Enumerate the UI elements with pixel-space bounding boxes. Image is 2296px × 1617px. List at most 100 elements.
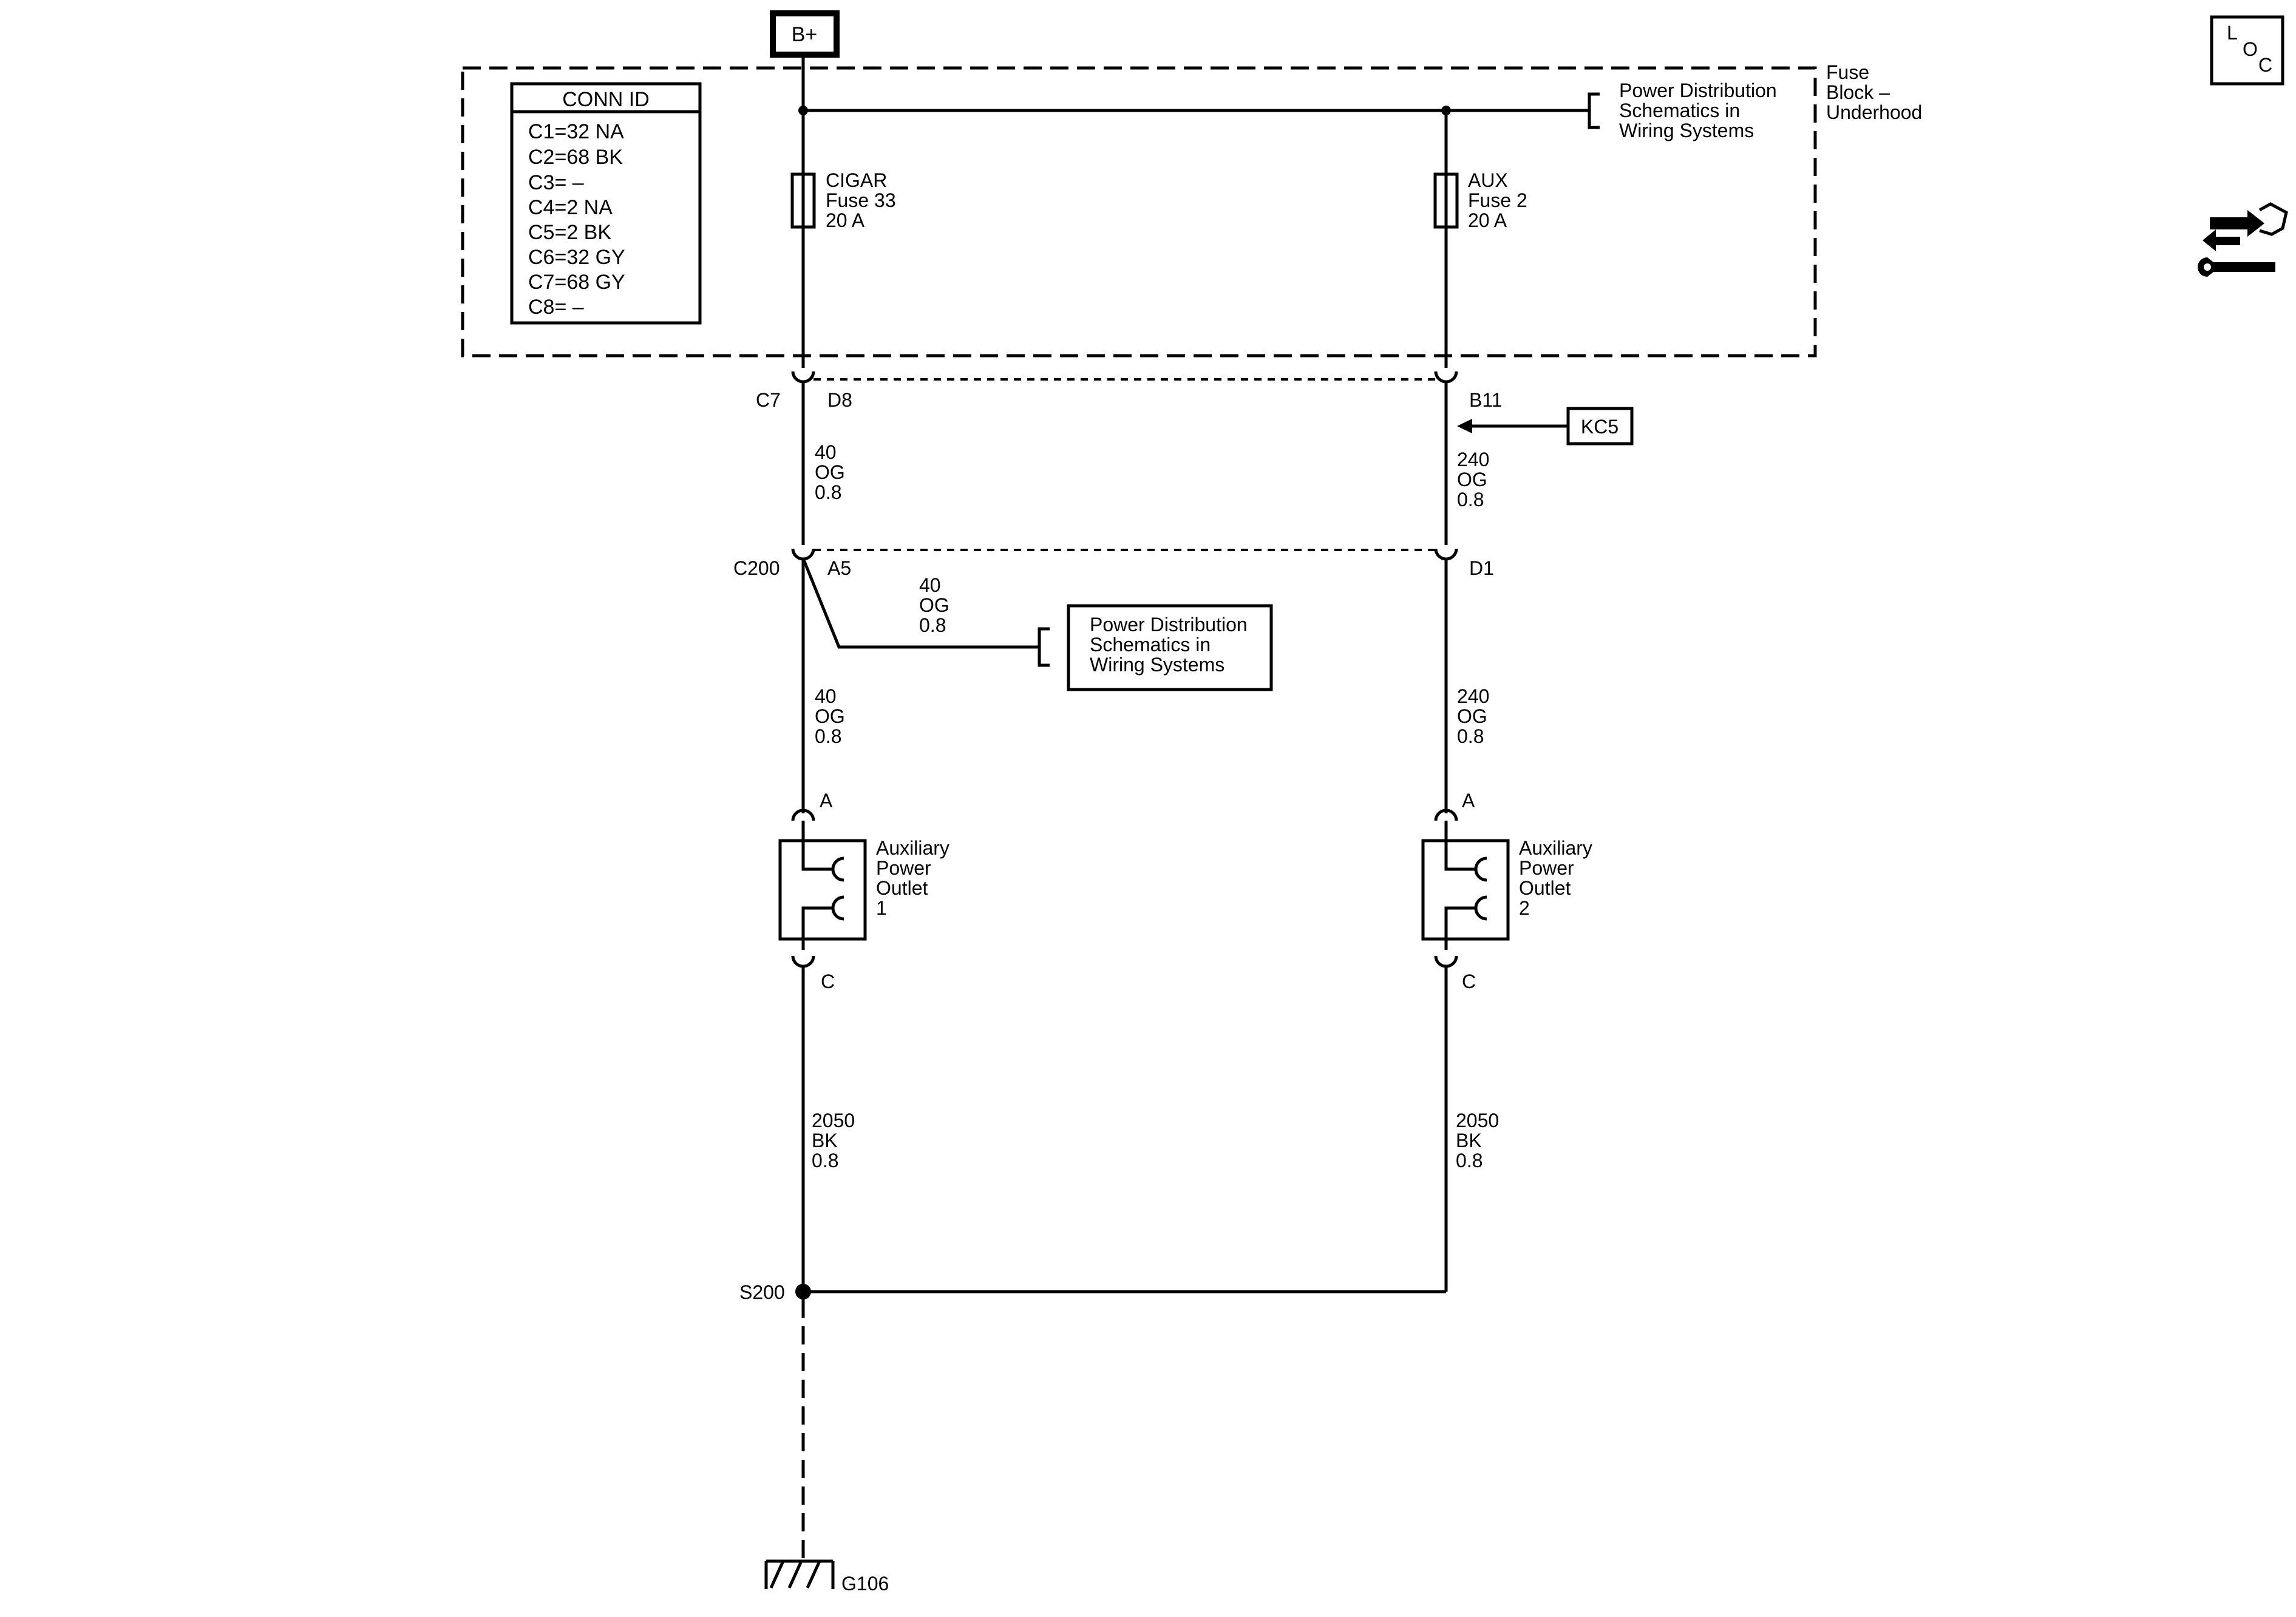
outlet1-connector-c — [791, 955, 815, 968]
svg-text:0.8: 0.8 — [1457, 489, 1484, 510]
auxiliary-power-outlet-2: Auxiliary Power Outlet 2 — [1421, 821, 1592, 950]
svg-text:Power: Power — [876, 857, 931, 879]
svg-text:BK: BK — [1456, 1130, 1482, 1151]
svg-text:Power Distribution: Power Distribution — [1619, 80, 1777, 101]
svg-text:0.8: 0.8 — [812, 1150, 838, 1171]
conn-id-line: C2=68 BK — [528, 146, 623, 169]
conn-id-line: C7=68 GY — [528, 271, 625, 294]
svg-text:0.8: 0.8 — [1456, 1150, 1483, 1171]
svg-text:0.8: 0.8 — [815, 481, 841, 503]
ground-label: G106 — [841, 1573, 889, 1595]
svg-text:Schematics in: Schematics in — [1090, 634, 1211, 656]
svg-text:OG: OG — [815, 705, 845, 727]
svg-text:20 A: 20 A — [826, 209, 865, 231]
kc5-label: KC5 — [1581, 416, 1618, 438]
outlet2-connector-a — [1434, 808, 1458, 821]
fuse-block-label: Fuse Block – Underhood — [1826, 61, 1922, 123]
connector-a5: A5 — [827, 557, 851, 579]
branch-wire — [801, 558, 1039, 649]
svg-text:OG: OG — [919, 594, 949, 616]
outlet1-connector-a — [791, 808, 815, 821]
svg-text:40: 40 — [815, 441, 837, 463]
svg-text:2: 2 — [1519, 897, 1530, 919]
wire-label-left-mid: 40 OG 0.8 — [815, 685, 845, 747]
service-arrows-wrench-icon — [2198, 202, 2288, 277]
svg-text:L: L — [2227, 22, 2238, 44]
svg-text:Fuse: Fuse — [1826, 61, 1869, 83]
wire-label-left-ground: 2050 BK 0.8 — [812, 1110, 855, 1171]
svg-text:O: O — [2243, 38, 2258, 60]
d1-connector-symbol — [1434, 548, 1458, 561]
svg-text:1: 1 — [876, 897, 887, 919]
svg-text:Auxiliary: Auxiliary — [1519, 837, 1592, 859]
svg-text:Power: Power — [1519, 857, 1574, 879]
power-dist-bracket-mid — [1038, 627, 1050, 667]
svg-text:0.8: 0.8 — [1457, 725, 1484, 747]
svg-text:40: 40 — [815, 685, 837, 707]
svg-text:Fuse 2: Fuse 2 — [1468, 189, 1527, 211]
splice-s200-dot — [795, 1284, 811, 1300]
outlet2-connector-c — [1434, 955, 1458, 968]
conn-id-line: C1=32 NA — [528, 120, 624, 143]
svg-text:CIGAR: CIGAR — [826, 169, 887, 191]
wire-label-branch: 40 OG 0.8 — [919, 574, 949, 636]
svg-text:C: C — [2258, 54, 2272, 76]
svg-text:BK: BK — [812, 1130, 838, 1151]
c200-connector-symbol — [791, 548, 815, 561]
arrow-left-icon — [1457, 419, 1472, 433]
connector-a-right: A — [1462, 790, 1475, 812]
svg-text:Underhood: Underhood — [1826, 101, 1922, 123]
c7-connector-symbol — [791, 371, 815, 384]
svg-text:20 A: 20 A — [1468, 209, 1507, 231]
svg-text:240: 240 — [1457, 685, 1489, 707]
power-dist-reference-top: Power Distribution Schematics in Wiring … — [1588, 80, 1777, 141]
wire-label-right-mid: 240 OG 0.8 — [1457, 685, 1489, 747]
kc5-option-indicator: KC5 — [1457, 407, 1634, 446]
conn-id-line: C3= – — [528, 171, 584, 194]
fuse-block-outline — [461, 66, 1817, 358]
svg-text:Auxiliary: Auxiliary — [876, 837, 949, 859]
conn-id-line: C6=32 GY — [528, 246, 625, 269]
svg-text:Fuse 33: Fuse 33 — [826, 189, 896, 211]
svg-text:0.8: 0.8 — [919, 614, 946, 636]
power-dist-reference-mid: Power Distribution Schematics in Wiring … — [1067, 604, 1273, 691]
ground-symbol-icon — [764, 1559, 835, 1589]
svg-text:Block –: Block – — [1826, 81, 1890, 103]
svg-text:OG: OG — [1457, 705, 1487, 727]
svg-text:40: 40 — [919, 574, 941, 596]
connector-d8: D8 — [827, 389, 852, 411]
wire-label-left-upper: 40 OG 0.8 — [815, 441, 845, 503]
cigar-fuse-label: CIGAR Fuse 33 20 A — [826, 169, 896, 231]
connector-b11: B11 — [1469, 389, 1503, 411]
svg-text:Wiring Systems: Wiring Systems — [1619, 120, 1754, 141]
connector-c7: C7 — [756, 389, 781, 411]
svg-text:Schematics in: Schematics in — [1619, 100, 1740, 121]
auxiliary-power-outlet-1: Auxiliary Power Outlet 1 — [778, 821, 949, 950]
wire-label-right-ground: 2050 BK 0.8 — [1456, 1110, 1499, 1171]
svg-text:Power Distribution: Power Distribution — [1090, 614, 1248, 636]
conn-id-table: CONN ID C1=32 NA C2=68 BK C3= – C4=2 NA … — [510, 82, 702, 325]
conn-id-title: CONN ID — [562, 88, 650, 111]
conn-id-line: C4=2 NA — [528, 196, 613, 219]
svg-text:OG: OG — [815, 461, 845, 483]
svg-text:Outlet: Outlet — [1519, 877, 1571, 899]
connector-c200: C200 — [733, 557, 780, 579]
aux-fuse-label: AUX Fuse 2 20 A — [1468, 169, 1527, 231]
connector-d1: D1 — [1469, 557, 1494, 579]
svg-text:240: 240 — [1457, 449, 1489, 470]
connector-c-right: C — [1462, 971, 1476, 992]
svg-text:OG: OG — [1457, 469, 1487, 490]
svg-text:Outlet: Outlet — [876, 877, 928, 899]
svg-text:0.8: 0.8 — [815, 725, 841, 747]
conn-id-line: C8= – — [528, 296, 584, 319]
b11-connector-symbol — [1434, 371, 1458, 384]
connector-a-left: A — [820, 790, 833, 812]
loc-icon: L O C — [2210, 15, 2284, 86]
splice-label: S200 — [739, 1281, 785, 1303]
svg-text:AUX: AUX — [1468, 169, 1508, 191]
wire-label-right-upper: 240 OG 0.8 — [1457, 449, 1489, 510]
battery-label: B+ — [792, 23, 818, 46]
conn-id-line: C5=2 BK — [528, 221, 611, 244]
connector-c-left: C — [821, 971, 835, 992]
